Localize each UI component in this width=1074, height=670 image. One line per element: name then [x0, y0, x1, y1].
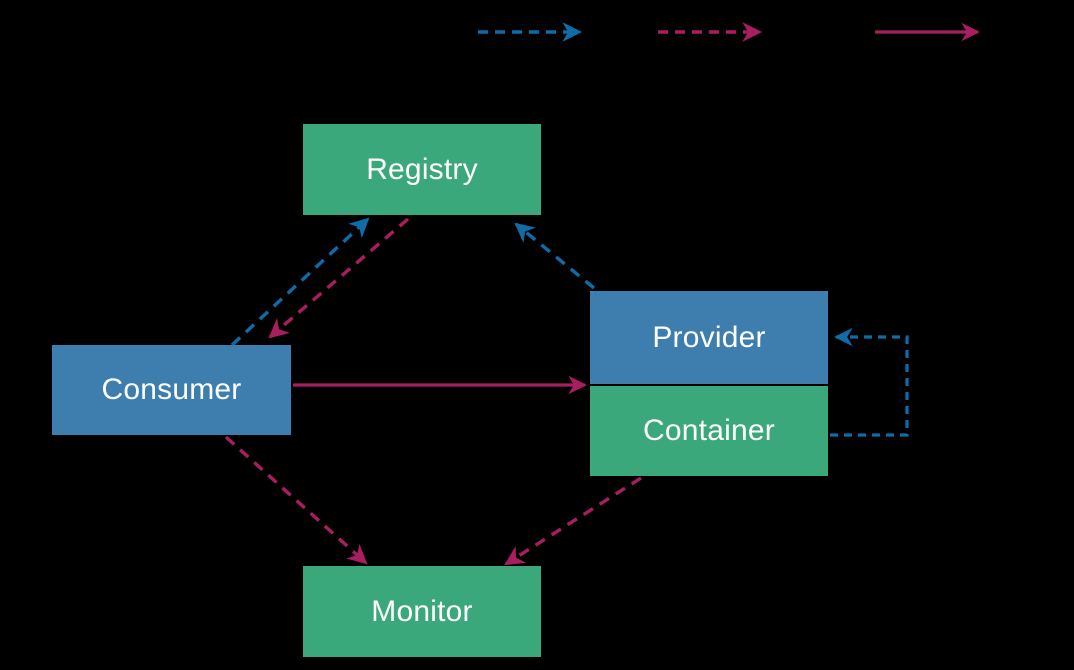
node-consumer[interactable]: Consumer	[52, 345, 291, 435]
edge-container-to-provider-loop	[830, 327, 909, 437]
node-consumer-label: Consumer	[101, 373, 242, 406]
node-registry[interactable]: Registry	[303, 124, 541, 215]
node-container-label: Container	[643, 414, 775, 447]
node-provider[interactable]: Provider	[590, 291, 828, 384]
node-monitor[interactable]: Monitor	[303, 566, 541, 657]
node-registry-label: Registry	[366, 152, 478, 186]
edge-consumer-to-registry	[230, 217, 370, 347]
node-monitor-label: Monitor	[371, 594, 473, 628]
edge-registry-to-consumer	[268, 217, 410, 339]
node-container[interactable]: Container	[590, 386, 828, 476]
edge-consumer-to-monitor	[224, 435, 368, 565]
edges	[224, 217, 909, 566]
edge-provider-to-registry	[514, 222, 596, 290]
edge-container-to-monitor	[504, 476, 642, 566]
node-provider-label: Provider	[652, 320, 766, 354]
